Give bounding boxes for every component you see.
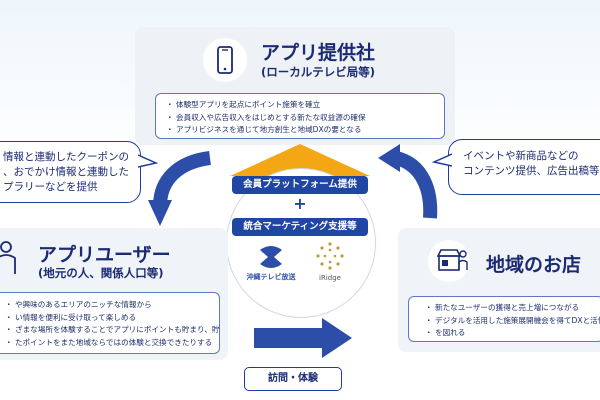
iridge-logo xyxy=(316,242,344,270)
bubble-line: 情報と連動したクーポンの xyxy=(3,151,129,163)
shop-icon xyxy=(428,240,470,282)
platform-roof xyxy=(230,144,370,176)
person-icon xyxy=(0,241,16,274)
list-item: 新たなユーザーの獲得と売上増につながる xyxy=(425,302,600,315)
integrated-marketing-pill: 統合マーケティング支援等 xyxy=(232,218,368,236)
smartphone-icon xyxy=(203,38,247,82)
app-provider-subtitle: (ローカルテレビ局等) xyxy=(261,65,376,79)
coupon-info-bubble: 情報と連動したクーポンの 、おでかけ情報と連動した プラリーなどを提供 xyxy=(0,141,141,203)
content-ad-bubble: イベントや新商品などの コンテンツ提供、広告出稿等 xyxy=(448,139,600,195)
list-item: い情報を便利に受け取って楽しめる xyxy=(5,312,219,325)
user-to-shop-arrow xyxy=(254,318,352,358)
bubble-tail xyxy=(431,153,452,167)
okinawa-tv-logo xyxy=(260,246,282,268)
provider-to-user-arrow xyxy=(148,151,212,226)
plus-sign: + xyxy=(293,194,307,213)
app-user-subtitle: (地元の人、関係人口等) xyxy=(38,266,164,280)
list-item: ざまな場所を体験することでアプリにポイントも貯まり、貯 xyxy=(5,324,220,337)
list-item: 体験型アプリを起点にポイント施策を確立 xyxy=(166,99,434,112)
bubble-line: コンテンツ提供、広告出稿等 xyxy=(463,165,600,177)
list-item: 会員収入や広告収入をはじめとする新たな収益源の確保 xyxy=(166,112,434,125)
app-user-bullets: や興味のあるエリアのニッチな情報から い情報を便利に受け取って楽しめる ざまな場… xyxy=(0,292,220,354)
membership-platform-pill: 会員プラットフォーム提供 xyxy=(232,176,368,194)
list-item: デジタルを活用した施策展開機会を得てDXと活性化 xyxy=(425,315,600,328)
bubble-line: プラリーなどを提供 xyxy=(3,181,98,193)
app-provider-title: アプリ提供社 xyxy=(261,42,376,64)
okinawa-tv-name: 沖縄テレビ放送 xyxy=(246,273,296,281)
visit-experience-label: 訪問・体験 xyxy=(244,367,342,391)
local-shop-bullets: 新たなユーザーの獲得と売上増につながる デジタルを活用した施策展開機会を得てDX… xyxy=(408,296,600,342)
list-item: や興味のあるエリアのニッチな情報から xyxy=(5,299,219,312)
iridge-name: iRidge xyxy=(319,274,341,282)
list-item: たポイントをまた地域ならではの体験と交換できたりする xyxy=(5,337,219,350)
bubble-line: イベントや新商品などの xyxy=(463,150,579,162)
list-item: アプリビジネスを通じて地方創生と地域DXの要となる xyxy=(166,124,434,137)
shop-to-provider-arrow xyxy=(378,144,438,219)
app-provider-bullets: 体験型アプリを起点にポイント施策を確立 会員収入や広告収入をはじめとする新たな収… xyxy=(155,93,445,139)
bubble-line: 、おでかけ情報と連動した xyxy=(3,166,129,178)
bubble-tail xyxy=(138,154,159,168)
list-item: を図れる xyxy=(425,327,600,340)
local-shop-title: 地域のお店 xyxy=(486,254,582,276)
app-user-title: アプリユーザー xyxy=(38,244,171,266)
